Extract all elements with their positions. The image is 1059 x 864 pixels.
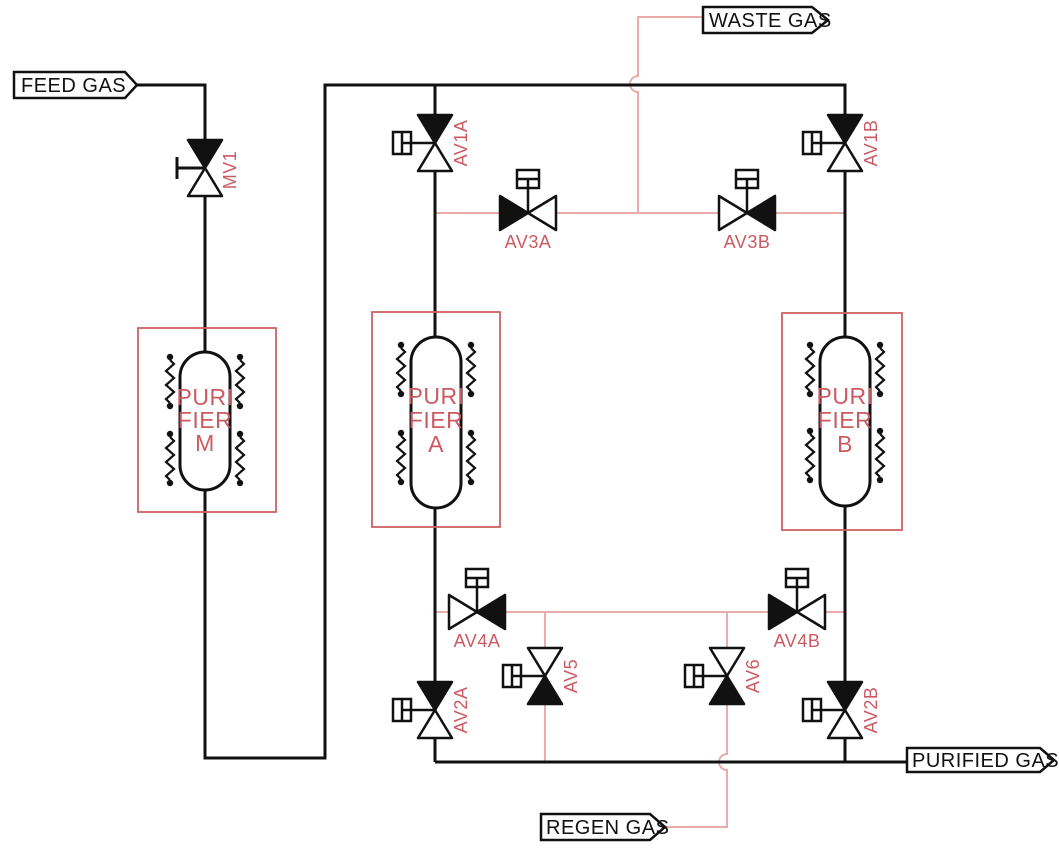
valve-av2b-label: AV2B	[861, 687, 881, 734]
valve-av6-label: AV6	[743, 659, 763, 693]
heater-coil-icon	[164, 352, 176, 411]
valve-disc-left	[498, 194, 530, 232]
feed-gas-tag	[12, 70, 139, 100]
heater-coil-icon	[395, 340, 407, 399]
valve-av2a-label: AV2A	[451, 687, 471, 734]
heater-coil-icon	[465, 428, 477, 487]
valve-disc-bottom	[526, 674, 564, 706]
valve-disc-left	[767, 593, 799, 631]
purified-gas-tag-label: PURIFIED GAS	[912, 750, 1059, 772]
heater-coil-icon	[395, 428, 407, 487]
purifier-m-label-line1: PURI	[177, 384, 234, 410]
regen-gas-tag	[539, 812, 667, 842]
valve-disc-bottom	[186, 166, 224, 198]
valve-av4a-label: AV4A	[454, 631, 501, 651]
purifier-b-label-line3: B	[837, 431, 853, 457]
valve-mv1-label: MV1	[220, 151, 240, 190]
valve-disc-bottom	[416, 708, 454, 740]
feed-header-pipe	[137, 83, 847, 762]
waste-gas-pipe	[629, 16, 705, 213]
purifier-m-box	[137, 327, 277, 513]
feed-gas-tag-label: FEED GAS	[21, 75, 126, 97]
heater-coil-icon	[874, 426, 886, 485]
valve-av1b-label: AV1B	[861, 120, 881, 167]
valve-disc-top	[708, 646, 746, 678]
valve-av3b: AV3B	[717, 168, 777, 252]
valve-disc-top	[526, 646, 564, 678]
heater-coil-icon	[234, 429, 246, 488]
valve-disc-bottom	[708, 674, 746, 706]
valve-disc-top	[186, 138, 224, 170]
regen-waste-piping	[435, 16, 845, 828]
valve-av6: AV6	[683, 646, 763, 706]
valve-av1a: AV1A	[391, 113, 471, 173]
heater-coil-icon	[234, 352, 246, 411]
valve-disc-top	[826, 680, 864, 712]
waste-gas-tag	[701, 5, 830, 35]
stream-tags: FEED GAS WASTE GAS REGEN GAS PURIFIED GA…	[12, 5, 1059, 842]
valve-disc-bottom	[826, 708, 864, 740]
purifier-b-capsule	[818, 335, 872, 508]
purifier-m-vessel: PURI FIER M	[137, 327, 277, 513]
valve-disc-top	[416, 113, 454, 145]
heater-coil-icon	[804, 426, 816, 485]
valve-disc-right	[745, 194, 777, 232]
valve-av1a-label: AV1A	[451, 120, 471, 167]
waste-gas-tag-label: WASTE GAS	[709, 10, 832, 32]
valve-av3a: AV3A	[498, 168, 558, 252]
purifier-b-label-line2: FIER	[818, 407, 872, 433]
valve-av4b: AV4B	[767, 567, 827, 651]
valve-disc-top	[416, 680, 454, 712]
valve-av1b: AV1B	[801, 113, 881, 173]
valve-disc-right	[795, 593, 827, 631]
valve-av4a: AV4A	[447, 567, 507, 651]
valve-disc-left	[447, 593, 479, 631]
valve-disc-right	[475, 593, 507, 631]
purifier-b-label-line1: PURI	[817, 383, 874, 409]
purifier-b-box	[781, 312, 903, 531]
valve-av2b: AV2B	[801, 680, 881, 740]
purified-gas-tag	[905, 746, 1056, 774]
valve-mv1: MV1	[175, 138, 240, 198]
heater-coil-icon	[804, 340, 816, 399]
heater-coil-icon	[164, 429, 176, 488]
valve-disc-right	[526, 194, 558, 232]
heater-coil-icon	[465, 340, 477, 399]
purifier-m-label-line2: FIER	[178, 407, 232, 433]
purifier-a-label-line3: A	[428, 431, 444, 457]
valve-disc-top	[826, 113, 864, 145]
purifier-m-label-line3: M	[195, 430, 215, 456]
regen-gas-pipe	[665, 612, 728, 828]
valve-av4b-label: AV4B	[774, 631, 821, 651]
valve-disc-bottom	[826, 141, 864, 173]
purifier-a-capsule	[409, 335, 463, 510]
heater-coil-icon	[874, 340, 886, 399]
purifier-a-vessel: PURI FIER A	[371, 311, 501, 528]
valve-disc-bottom	[416, 141, 454, 173]
valve-av2a: AV2A	[391, 680, 471, 740]
valve-av3a-label: AV3A	[505, 232, 552, 252]
purifier-a-label-line2: FIER	[409, 407, 463, 433]
purifier-m-capsule	[178, 350, 232, 492]
valve-av3b-label: AV3B	[724, 232, 771, 252]
purifier-b-vessel: PURI FIER B	[781, 312, 903, 531]
valve-av5: AV5	[501, 646, 581, 706]
valve-av5-label: AV5	[561, 659, 581, 693]
purifier-a-box	[371, 311, 501, 528]
valve-disc-left	[717, 194, 749, 232]
regen-gas-tag-label: REGEN GAS	[546, 817, 669, 839]
purifier-a-label-line1: PURI	[408, 383, 465, 409]
